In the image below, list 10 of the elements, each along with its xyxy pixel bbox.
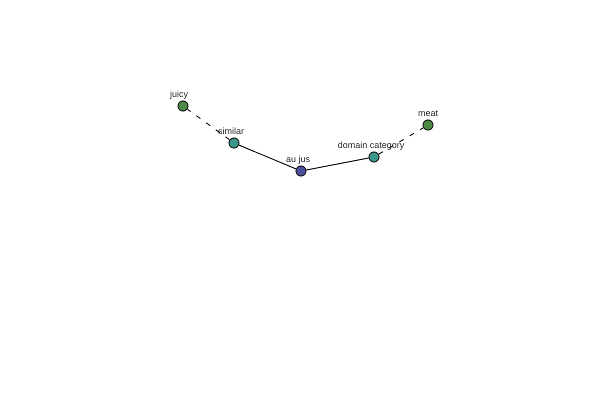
node-label: similar [218, 126, 244, 136]
node-label: juicy [170, 89, 188, 99]
connector-line [378, 127, 424, 155]
node-label: domain category [338, 140, 404, 150]
node-label: meat [418, 108, 438, 118]
connector-line [186, 108, 230, 140]
connector-line [306, 158, 370, 170]
node-label: au jus [286, 154, 310, 164]
connector-line [238, 144, 296, 170]
graph-node [418, 108, 438, 131]
